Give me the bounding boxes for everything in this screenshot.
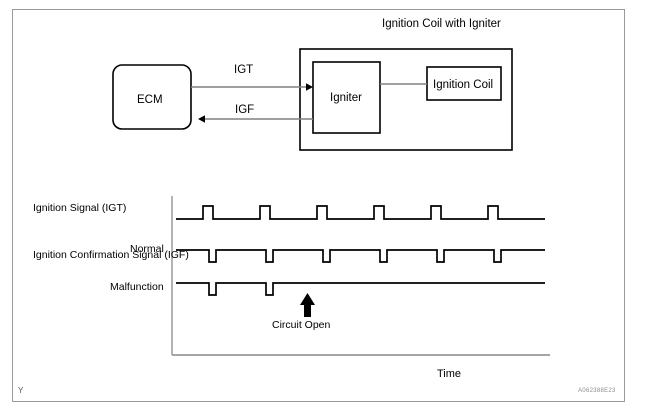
block-diagram-title: Ignition Coil with Igniter (382, 18, 501, 30)
corner-mark: Y (18, 386, 24, 395)
waveform-trace-igt (176, 205, 545, 220)
ignition-coil-box-label: Ignition Coil (433, 79, 494, 91)
part-code-label: A062388E23 (578, 388, 616, 394)
circuit-open-annotation-label: Circuit Open (272, 319, 331, 331)
ecm-box (112, 64, 192, 130)
igf-signal-label: IGF (235, 104, 255, 116)
waveform-trace-igf-normal (176, 249, 545, 263)
ecm-box-label: ECM (137, 94, 163, 106)
igf-arrowhead-icon (198, 115, 205, 123)
waveform-label-normal: Normal (130, 243, 164, 255)
waveform-label-igf-text: Ignition Confirmation Signal (IGF) (33, 249, 189, 261)
igt-signal-label: IGT (234, 64, 254, 76)
waveform-label-malfunction: Malfunction (110, 281, 164, 293)
waveform-trace-igf-malfunction (176, 282, 545, 296)
waveform-axis-label-time: Time (437, 368, 462, 380)
igniter-box (312, 61, 381, 134)
ignition-coil-box (426, 66, 502, 101)
igt-arrowhead-icon (306, 83, 313, 91)
ignition-coil-with-igniter-enclosure (299, 48, 513, 151)
circuit-open-arrow-icon (300, 293, 315, 317)
waveform-label-igt: Ignition Signal (IGT) (33, 202, 127, 214)
igniter-box-label: Igniter (330, 92, 362, 104)
waveform-label-igf: Ignition Confirmation Signal (IGF) (33, 249, 189, 261)
